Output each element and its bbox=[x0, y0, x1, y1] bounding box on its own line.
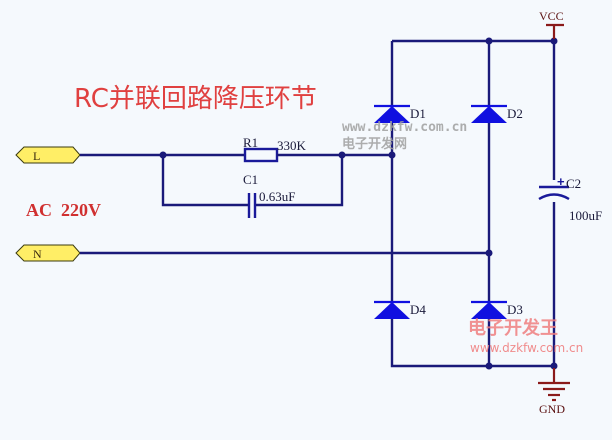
watermark-url-top: www.dzkfw.com.cn bbox=[342, 120, 467, 135]
watermark-site-bottom: 电子开发王 bbox=[468, 317, 558, 339]
d1-ref: D1 bbox=[410, 106, 426, 121]
capacitor-c2: + C2 100uF bbox=[538, 174, 602, 223]
schematic-title: RC并联回路降压环节 bbox=[74, 84, 317, 114]
c2-value: 100uF bbox=[569, 208, 602, 223]
source-label: AC 220V bbox=[26, 200, 101, 220]
port-line-label: L bbox=[33, 149, 40, 163]
gnd-label: GND bbox=[539, 402, 565, 416]
c1-ref: C1 bbox=[243, 172, 258, 187]
r1-value: 330K bbox=[277, 138, 307, 153]
diode-d4: D4 bbox=[374, 300, 426, 319]
c2-ref: C2 bbox=[566, 176, 581, 191]
watermark-site-top: 电子开发网 bbox=[342, 136, 407, 152]
d4-ref: D4 bbox=[410, 302, 426, 317]
diode-d2: D2 bbox=[471, 104, 523, 123]
c2-polarity: + bbox=[557, 174, 565, 189]
r1-ref: R1 bbox=[243, 135, 258, 150]
junction bbox=[485, 37, 493, 45]
d2-ref: D2 bbox=[507, 106, 523, 121]
ground-symbol: GND bbox=[538, 368, 570, 416]
vcc-label: VCC bbox=[539, 9, 564, 23]
vcc-symbol: VCC bbox=[539, 9, 564, 39]
wire-c1-right bbox=[255, 155, 344, 207]
port-line: L bbox=[15, 146, 81, 164]
port-neutral: N bbox=[15, 244, 81, 262]
wire-c1-left bbox=[161, 155, 249, 207]
d3-ref: D3 bbox=[507, 302, 523, 317]
watermark-url-bottom: www.dzkfw.com.cn bbox=[470, 341, 583, 355]
diode-d3: D3 bbox=[471, 300, 523, 319]
wire-bridge-left bbox=[390, 41, 554, 368]
junction bbox=[485, 362, 493, 370]
junction bbox=[550, 362, 558, 370]
diode-d1: D1 bbox=[374, 104, 426, 123]
port-neutral-label: N bbox=[33, 247, 42, 261]
c1-value: 0.63uF bbox=[259, 189, 295, 204]
junction bbox=[550, 37, 558, 45]
resistor-r1 bbox=[243, 147, 279, 163]
